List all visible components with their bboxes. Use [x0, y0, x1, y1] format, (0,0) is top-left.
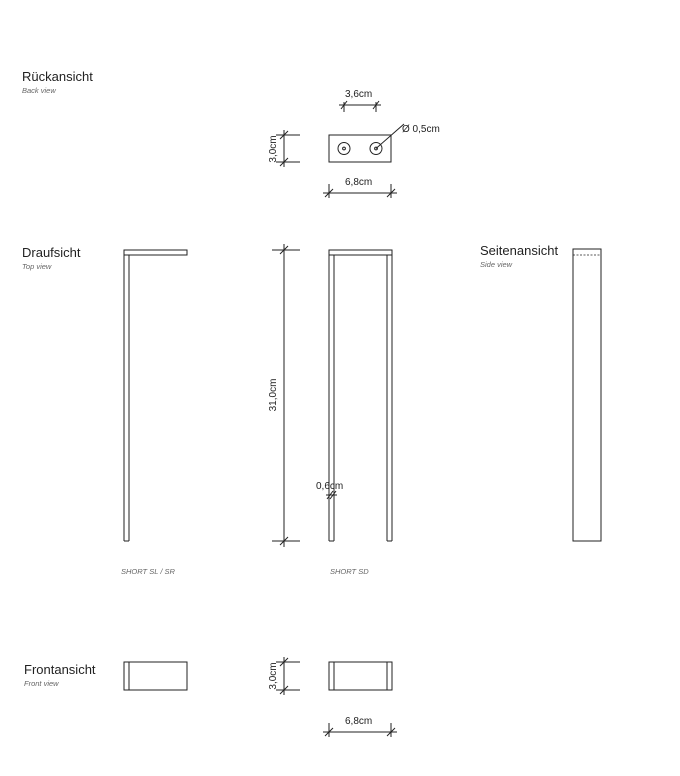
top-view-subtitle: Top view	[22, 262, 52, 271]
label-hole-spacing: 3,6cm	[345, 89, 372, 100]
dimension-thickness	[326, 490, 337, 500]
label-front-height: 3,0cm	[268, 662, 279, 689]
model-label-sl-sr: SHORT SL / SR	[121, 567, 175, 576]
back-view-plate	[328, 134, 392, 163]
dimension-back-width	[323, 184, 397, 198]
hole-left-center	[342, 146, 346, 151]
label-total-height: 31,0cm	[268, 379, 279, 412]
front-view-subtitle: Front view	[24, 679, 59, 688]
hole-left	[337, 142, 351, 155]
side-view-drawing	[572, 248, 602, 542]
label-thickness: 0,6cm	[316, 481, 343, 492]
dimension-front-width	[323, 723, 397, 737]
dimension-hole-spacing	[339, 100, 381, 112]
top-view-sl-sr-drawing	[123, 249, 188, 542]
front-view-sl-sr-drawing	[123, 661, 188, 691]
top-view-sd-drawing	[272, 244, 393, 547]
dimension-back-height	[276, 130, 300, 167]
model-label-sd: SHORT SD	[330, 567, 369, 576]
label-hole-diameter: Ø 0,5cm	[402, 124, 440, 135]
front-view-title: Frontansicht	[24, 662, 96, 677]
side-view-title: Seitenansicht	[480, 243, 559, 258]
label-back-height: 3,0cm	[268, 135, 279, 162]
label-back-width: 6,8cm	[345, 177, 372, 188]
hole-right-center	[374, 146, 378, 151]
top-view-title: Draufsicht	[22, 245, 81, 260]
side-view-subtitle: Side view	[480, 260, 513, 269]
back-view-drawing	[276, 100, 405, 198]
hole-diameter-leader	[375, 123, 405, 149]
hole-right	[369, 142, 383, 155]
back-view-title: Rückansicht	[22, 69, 93, 84]
front-view-sd-drawing	[276, 657, 397, 737]
dimension-front-height	[276, 657, 300, 695]
dimension-total-height	[272, 244, 300, 547]
back-view-subtitle: Back view	[22, 86, 56, 95]
label-front-width: 6,8cm	[345, 716, 372, 727]
